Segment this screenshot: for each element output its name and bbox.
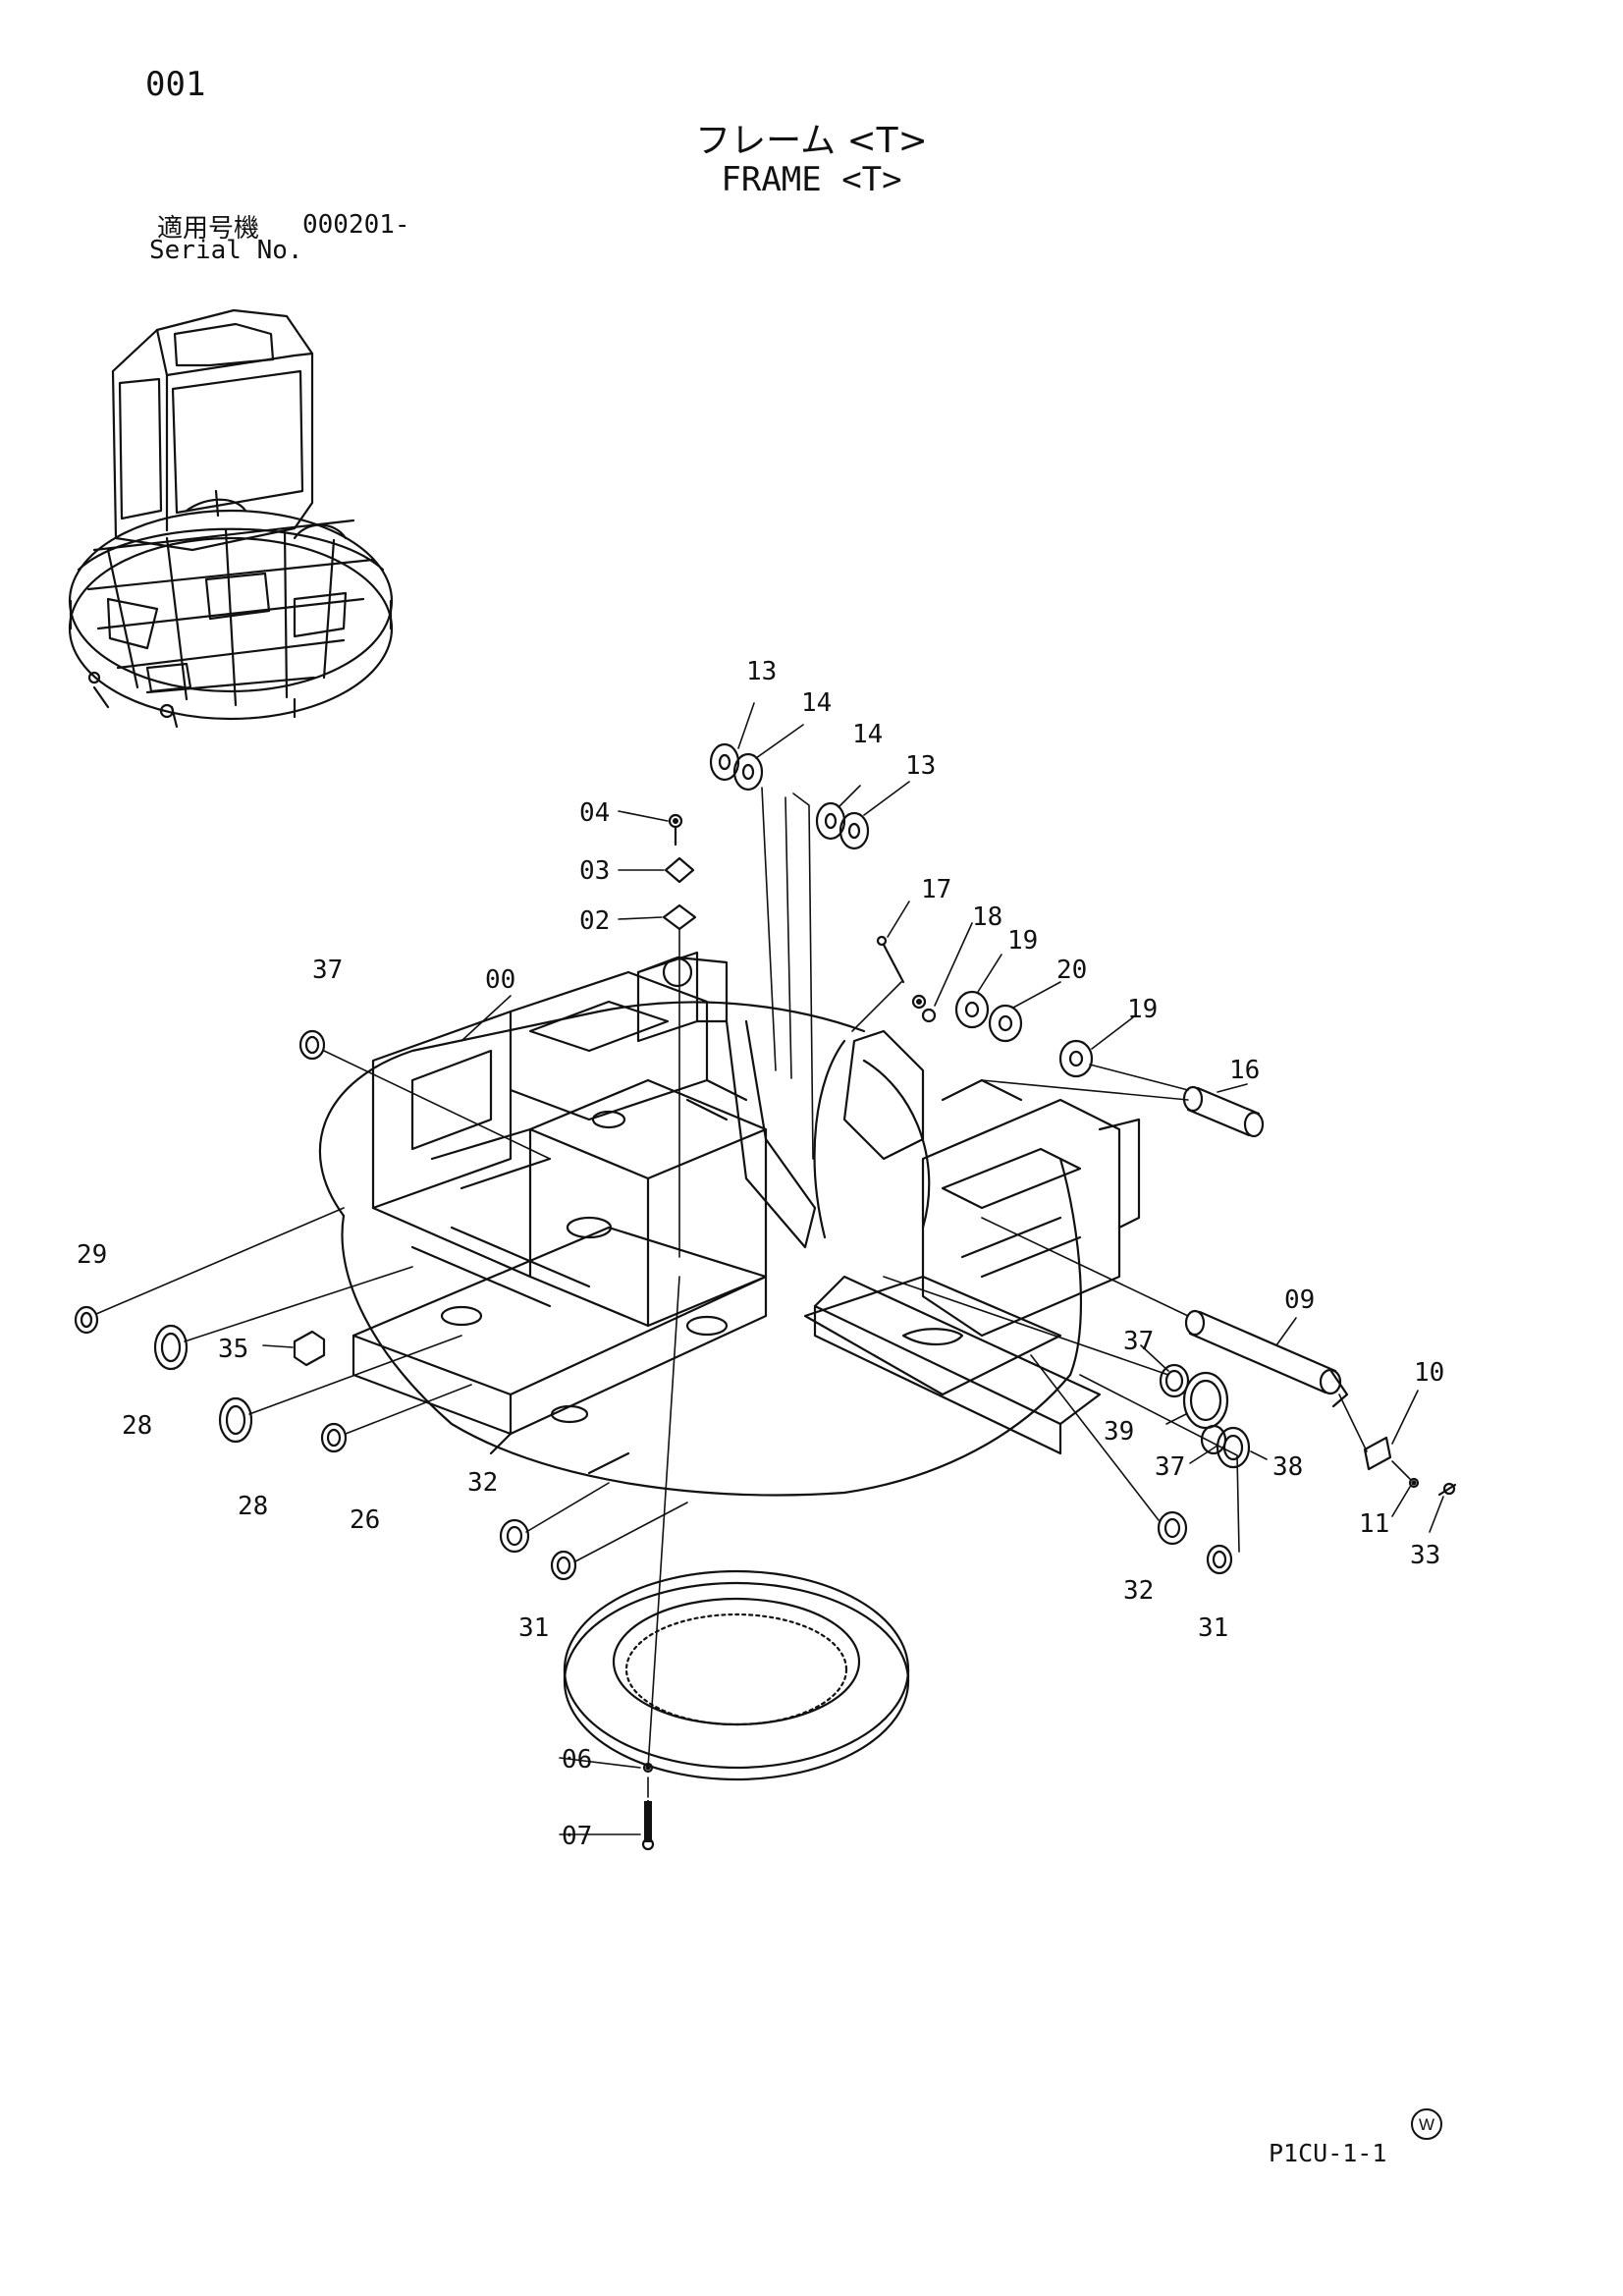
page-number: 001	[145, 65, 206, 104]
part-label-20: 20	[1056, 956, 1087, 985]
part-label-31-b: 31	[1198, 1613, 1228, 1643]
part-label-37-b: 37	[1123, 1327, 1154, 1356]
part-label-28-b: 28	[238, 1492, 268, 1521]
part-label-07: 07	[562, 1822, 592, 1851]
part-label-29: 29	[77, 1240, 107, 1270]
part-label-14-b: 14	[852, 720, 883, 749]
part-number-labels: 13 14 14 13 04 03 02 17 18 19 20 19 37 0…	[77, 657, 1444, 1851]
serial-label-japanese: 適用号機	[157, 214, 260, 244]
part-label-31-a: 31	[518, 1613, 549, 1643]
part-label-10: 10	[1414, 1358, 1444, 1388]
page-code: P1CU-1-1	[1269, 2139, 1387, 2167]
part-label-39: 39	[1104, 1417, 1134, 1447]
part-label-06: 06	[562, 1745, 592, 1775]
part-label-03: 03	[579, 856, 610, 886]
part-label-26: 26	[350, 1505, 380, 1535]
part-label-02: 02	[579, 906, 610, 936]
part-label-35: 35	[218, 1335, 248, 1364]
frame-00-illustration	[318, 951, 1141, 1497]
part-label-17: 17	[921, 875, 951, 904]
title-english: FRAME <T>	[721, 160, 902, 199]
part-label-11: 11	[1359, 1509, 1389, 1539]
part-label-37-c: 37	[1155, 1452, 1185, 1482]
part-label-38: 38	[1272, 1452, 1303, 1482]
part-label-00: 00	[485, 965, 515, 995]
part-label-28-a: 28	[122, 1411, 152, 1441]
serial-number-value: 000201-	[302, 210, 410, 240]
part-label-04: 04	[579, 798, 610, 828]
mark-letter: W	[1419, 2115, 1434, 2134]
serial-label-english: Serial No.	[149, 236, 303, 265]
part-label-33: 33	[1410, 1541, 1440, 1570]
part-label-32-a: 32	[467, 1468, 498, 1498]
inset-machine-illustration	[68, 308, 394, 729]
part-label-37-a: 37	[312, 956, 343, 985]
part-label-14-a: 14	[801, 688, 832, 718]
part-label-13-b: 13	[905, 751, 936, 781]
part-label-18: 18	[972, 902, 1002, 932]
part-label-09: 09	[1284, 1285, 1315, 1315]
swing-bearing-illustration	[563, 1569, 910, 1781]
w-circle-mark: W	[1411, 2108, 1442, 2140]
part-label-19-b: 19	[1127, 995, 1158, 1024]
title-japanese: フレーム <T>	[695, 121, 928, 161]
part-label-16: 16	[1229, 1056, 1260, 1085]
part-label-19-a: 19	[1007, 926, 1038, 956]
part-label-13-a: 13	[746, 657, 777, 686]
part-label-32-b: 32	[1123, 1576, 1154, 1606]
